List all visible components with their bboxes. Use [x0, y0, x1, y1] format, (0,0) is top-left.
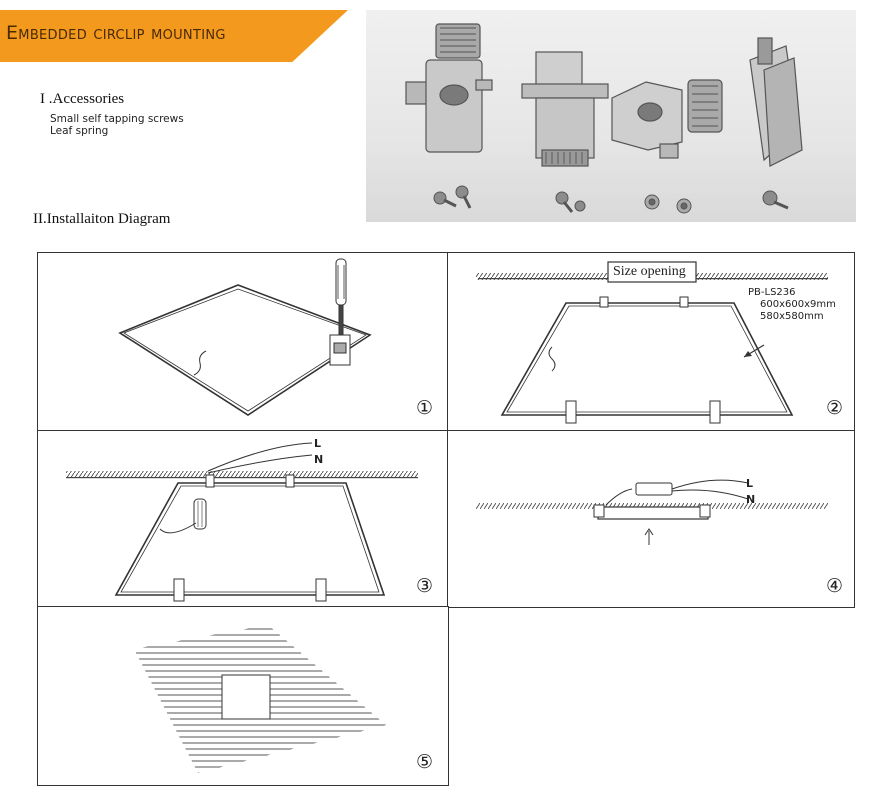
clip-part-3	[611, 79, 723, 159]
wire-n-label: N	[314, 453, 324, 466]
accessory-item-leaf-spring: Leaf spring	[50, 125, 109, 137]
accessories-heading: I .Accessories	[40, 91, 125, 107]
step-number: ⑤	[416, 751, 434, 773]
title-banner	[0, 10, 348, 62]
wire-l-label: L	[314, 437, 322, 450]
wire-l-label: L	[746, 477, 754, 490]
wire-n-label: N	[746, 493, 756, 506]
ceiling-hatch	[66, 471, 418, 478]
step-4-panel: L N ④	[447, 430, 855, 608]
step-number: ④	[826, 575, 844, 597]
model-label: PB-LS236	[748, 287, 796, 298]
step-number: ②	[826, 397, 844, 419]
opening-dimensions-label: 580x580mm	[760, 311, 824, 322]
finished-panel-icon	[134, 628, 386, 773]
screws-row	[433, 185, 789, 214]
clip-part-2	[521, 51, 609, 167]
accessory-item-screws: Small self tapping screws	[50, 113, 184, 125]
installation-heading: II.Installaiton Diagram	[33, 211, 171, 227]
size-opening-label: Size opening	[613, 264, 686, 279]
up-arrow-icon	[644, 528, 654, 545]
clip-part-1	[405, 23, 493, 153]
clip-part-4	[749, 37, 803, 167]
ceiling-hatch	[476, 503, 828, 509]
page-title: Embedded circlip mounting	[6, 22, 226, 44]
step-3-panel: L N ③	[37, 430, 449, 608]
step-1-panel: ①	[37, 252, 449, 432]
step-5-panel: ⑤	[37, 606, 449, 786]
panel-dimensions-label: 600x600x9mm	[760, 299, 836, 310]
accessories-photo	[366, 10, 856, 222]
step-2-panel: Size opening PB-LS236 600x600x9mm 580x58…	[447, 252, 855, 432]
step-number: ①	[416, 397, 434, 419]
screwdriver-icon	[329, 258, 351, 366]
step-number: ③	[416, 575, 434, 597]
